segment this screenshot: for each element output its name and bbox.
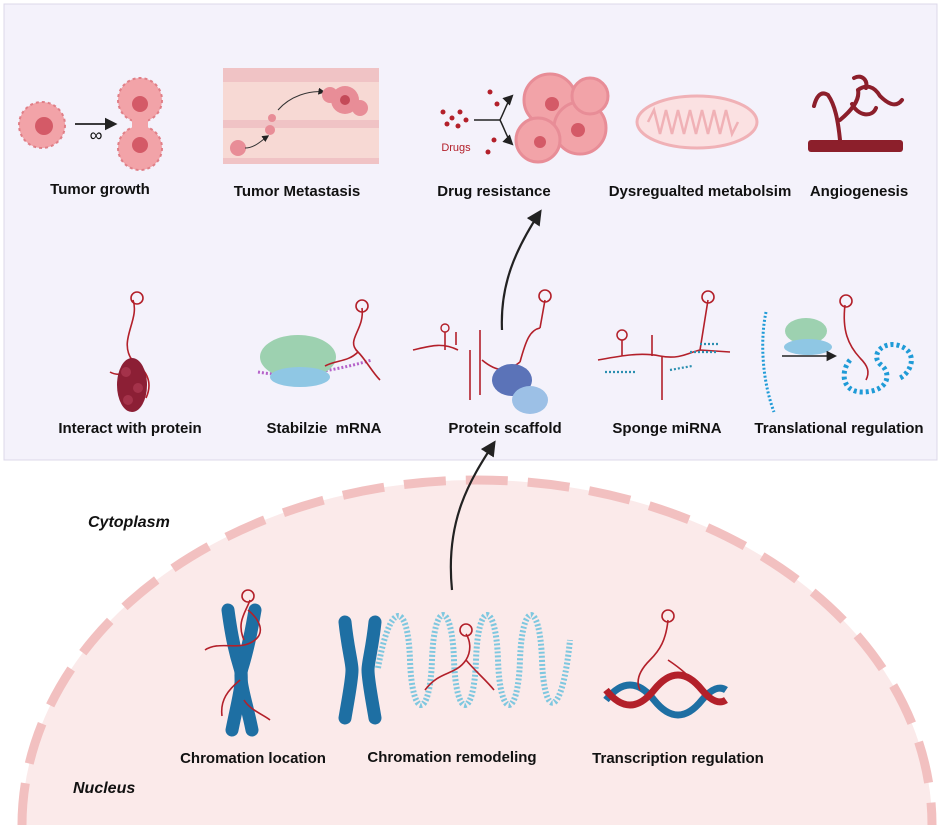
angiogenesis-icon bbox=[808, 74, 904, 152]
sponge-mirna-label: Sponge miRNA bbox=[612, 420, 722, 437]
drugs-text: Drugs bbox=[441, 142, 471, 154]
mitochondrion-icon bbox=[635, 94, 759, 150]
protein-scaffold-icon bbox=[412, 289, 552, 414]
drug-resistance-icon bbox=[440, 72, 610, 164]
tumor-metastasis-icon bbox=[223, 68, 379, 164]
tumor-growth-icon bbox=[18, 77, 163, 171]
dysregulated-metabolism-label: Dysregualted metabolsim bbox=[608, 183, 792, 200]
arrow-scaffold-to-drug-resistance bbox=[500, 209, 542, 331]
chromation-location-label: Chromation location bbox=[180, 750, 326, 767]
nuclear-membrane bbox=[17, 475, 937, 825]
interact-protein-icon bbox=[109, 291, 150, 412]
nucleus-label: Nucleus bbox=[73, 780, 136, 797]
chromation-remodeling-label: Chromation remodeling bbox=[367, 749, 537, 766]
stabilize-mrna-icon bbox=[257, 299, 381, 387]
sponge-mirna-icon bbox=[597, 290, 731, 400]
drug-resistance-label: Drug resistance bbox=[437, 183, 551, 200]
protein-scaffold-label: Protein scaffold bbox=[448, 420, 562, 437]
transcription-regulation-label: Transcription regulation bbox=[592, 750, 764, 767]
angiogenesis-label: Angiogenesis bbox=[809, 183, 909, 200]
chromatin-remodeling-icon bbox=[338, 612, 573, 725]
growth-infinity-symbol: ∞ bbox=[90, 125, 103, 145]
transcription-regulation-icon bbox=[603, 609, 728, 719]
tumor-metastasis-label: Tumor Metastasis bbox=[233, 183, 361, 200]
stabilize-mrna-label: Stabilzie mRNA bbox=[266, 420, 382, 437]
arrow-nucleus-to-scaffold bbox=[449, 440, 496, 591]
translational-regulation-label: Translational regulation bbox=[754, 420, 924, 437]
cytoplasm-label: Cytoplasm bbox=[88, 514, 170, 531]
interact-with-protein-label: Interact with protein bbox=[58, 420, 202, 437]
tumor-growth-label: Tumor growth bbox=[50, 181, 150, 198]
chromosome-location-icon bbox=[204, 589, 271, 737]
translational-regulation-icon bbox=[761, 294, 914, 413]
